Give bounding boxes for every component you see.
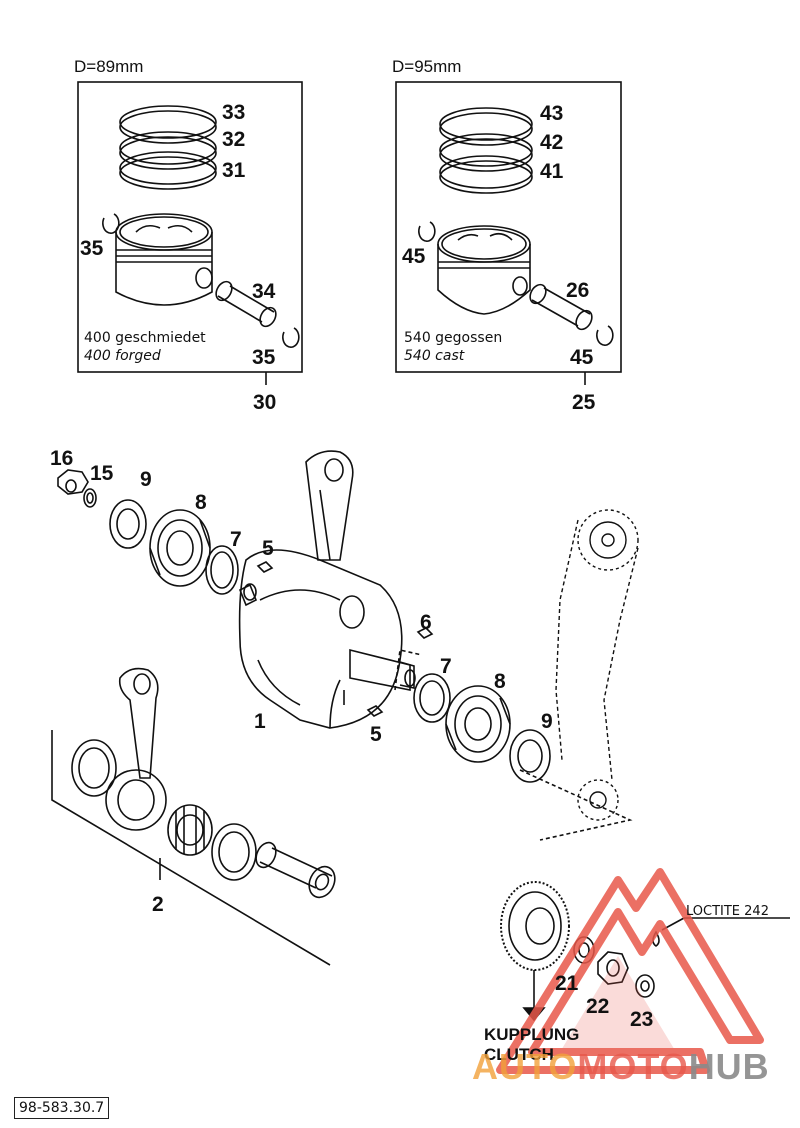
watermark-logo: [496, 868, 764, 1074]
watermark-moto: MOTO: [577, 1046, 689, 1087]
label-5-upper: 5: [262, 537, 274, 560]
label-22: 22: [586, 995, 610, 1018]
label-1: 1: [254, 710, 266, 733]
piston-right: [437, 225, 531, 315]
bracket-2: [51, 730, 331, 966]
piston-rings-left: [119, 105, 217, 190]
bearing-8-left: [149, 509, 211, 587]
label-31: 31: [222, 159, 246, 182]
label-45-b: 45: [570, 346, 594, 369]
label-42: 42: [540, 131, 564, 154]
label-32: 32: [222, 128, 246, 151]
nut-22: [597, 951, 629, 985]
caption-right: 540 gegossen 540 cast: [404, 330, 502, 365]
piston-pin-right: [529, 283, 593, 331]
label-7-lower: 7: [440, 655, 452, 678]
label-8-lower: 8: [494, 670, 506, 693]
piston-box-left: [77, 81, 303, 373]
label-35-a: 35: [80, 237, 104, 260]
piston-left: [115, 213, 213, 306]
label-34: 34: [252, 280, 276, 303]
washer-15: [83, 488, 97, 508]
label-15: 15: [90, 462, 114, 485]
label-33: 33: [222, 101, 246, 124]
caption-right-en: 540 cast: [404, 347, 465, 364]
key-6: [416, 627, 434, 639]
key-5-lower: [366, 705, 384, 717]
crankshaft: [238, 549, 416, 729]
caption-left: 400 geschmiedet 400 forged: [84, 330, 206, 365]
loctite-label: LOCTITE 242: [686, 904, 769, 919]
seal-9-right: [509, 729, 551, 783]
label-35-b: 35: [252, 346, 276, 369]
piston-pin-left: [215, 280, 277, 328]
circlip-right-1: [418, 221, 436, 242]
piston-box-right: [395, 81, 622, 373]
caption-left-en: 400 forged: [84, 347, 161, 364]
needle-bearing-2: [167, 804, 213, 856]
crank-pin-2: [255, 841, 336, 899]
circlip-left-2: [282, 327, 300, 348]
diameter-left: D=89mm: [74, 57, 144, 76]
washer-2-left: [71, 739, 117, 797]
nut-16: [57, 469, 89, 495]
label-26: 26: [566, 279, 590, 302]
label-25: 25: [572, 391, 596, 414]
label-21: 21: [555, 972, 579, 995]
watermark-hub: HUB: [688, 1046, 770, 1087]
label-7-upper: 7: [230, 528, 242, 551]
label-43: 43: [540, 102, 564, 125]
piston-rings-right: [439, 107, 533, 194]
seal-9-left: [109, 499, 147, 549]
connecting-rod-upper: [305, 450, 354, 561]
caption-right-de: 540 gegossen: [404, 330, 503, 346]
label-30: 30: [253, 391, 277, 414]
document-number: 98-583.30.7: [14, 1097, 110, 1119]
washer-23: [635, 974, 655, 998]
label-9-lower: 9: [541, 710, 553, 733]
label-5-lower: 5: [370, 723, 382, 746]
clutch-label-de: KUPPLUNG: [484, 1025, 580, 1044]
primary-gear: [500, 881, 570, 971]
label-16: 16: [50, 447, 74, 470]
label-2: 2: [152, 893, 164, 916]
label-8-upper: 8: [195, 491, 207, 514]
label-6: 6: [420, 611, 432, 634]
timing-chain: [555, 509, 639, 821]
label-41: 41: [540, 160, 564, 183]
label-45-a: 45: [402, 245, 426, 268]
watermark-text: AUTOMOTOHUB: [472, 1046, 770, 1088]
connecting-rod-lower: [105, 667, 167, 831]
circlip-left-1: [102, 213, 120, 234]
label-9-upper: 9: [140, 468, 152, 491]
key-5-upper: [256, 561, 274, 573]
watermark-auto: AUTO: [472, 1046, 578, 1087]
shim-7-left: [205, 545, 239, 595]
caption-left-de: 400 geschmiedet: [84, 330, 206, 346]
bearing-8-right: [445, 685, 511, 763]
clutch-label-en: CLUTCH: [484, 1045, 554, 1064]
washer-2-right: [211, 823, 257, 881]
diameter-right: D=95mm: [392, 57, 462, 76]
label-23: 23: [630, 1008, 654, 1031]
shim-7-right: [413, 673, 451, 723]
circlip-right-2: [596, 325, 614, 346]
